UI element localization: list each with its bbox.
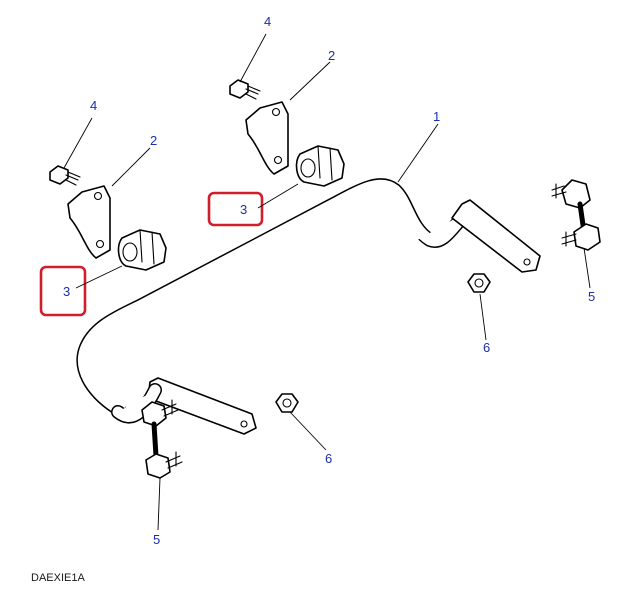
bush-left — [117, 229, 167, 271]
callout-bush-right: 3 — [240, 202, 247, 217]
callout-bolt-right: 4 — [264, 14, 271, 29]
callout-nut-left: 6 — [325, 451, 332, 466]
highlight-box-bush-right — [207, 191, 264, 227]
bolt-right-icon — [229, 79, 261, 100]
callout-bar: 1 — [433, 109, 440, 124]
callout-bolt-left: 4 — [90, 98, 97, 113]
clamp-left — [67, 185, 111, 259]
highlight-box-bush-left — [39, 265, 87, 317]
nut-right-icon — [467, 273, 491, 293]
bush-right — [295, 145, 345, 187]
nut-left-icon — [275, 393, 299, 413]
clamp-right — [245, 101, 289, 175]
callout-link-left: 5 — [153, 532, 160, 547]
leader-lines — [63, 33, 591, 531]
callout-clamp-right: 2 — [328, 48, 335, 63]
callout-link-right: 5 — [588, 289, 595, 304]
callout-bush-left: 3 — [63, 284, 70, 299]
drop-link-right — [551, 179, 601, 251]
bolt-left-icon — [49, 165, 81, 186]
drop-link-left — [141, 399, 183, 479]
callout-clamp-left: 2 — [150, 133, 157, 148]
callout-nut-right: 6 — [483, 340, 490, 355]
anti-roll-bar — [76, 178, 541, 435]
figure-caption: DAEXIE1A — [31, 572, 85, 584]
